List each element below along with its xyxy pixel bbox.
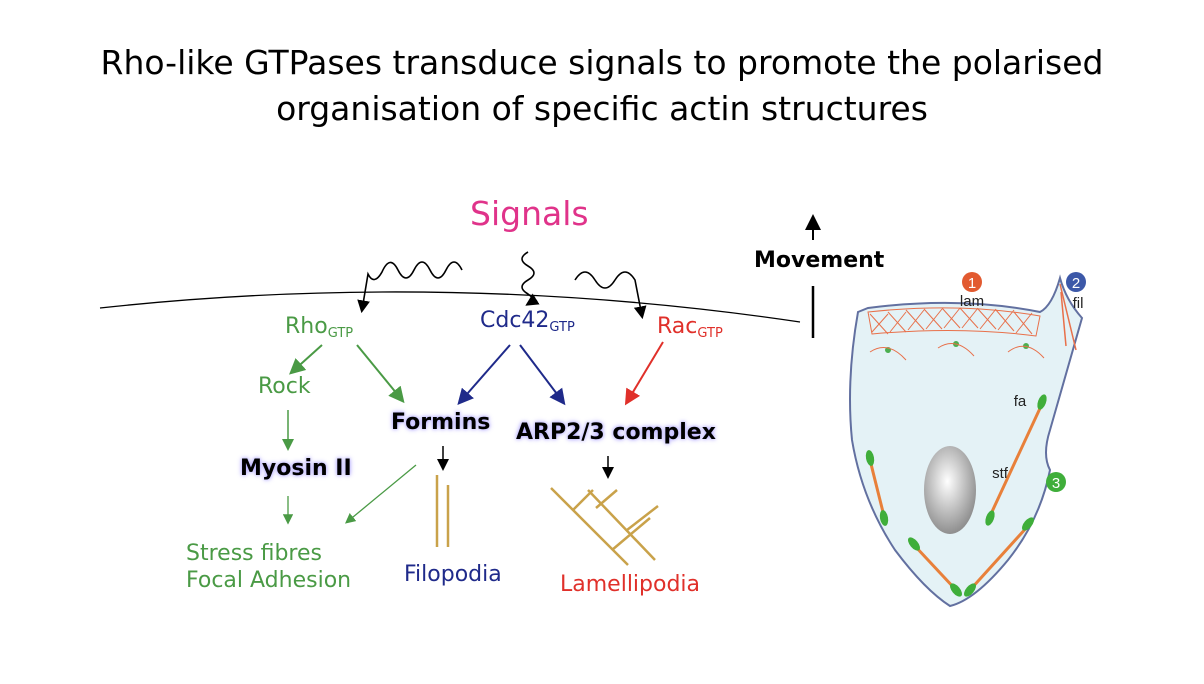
nucleus [924, 446, 976, 534]
arrow-formins-stress [344, 464, 417, 524]
movement-label: Movement [754, 248, 885, 273]
badge-1-label: 1 [968, 275, 976, 292]
cdc42-sub: GTP [549, 320, 575, 335]
rho-name: Rho [285, 314, 328, 339]
fil-label: fil [1073, 295, 1084, 312]
myosin-node: Myosin II [240, 456, 352, 481]
cell-illustration: 1 2 3 lam fil fa stf [849, 272, 1086, 608]
signal-wave-rho [357, 261, 463, 314]
arrow-cdc42-formins [457, 344, 511, 406]
signal-wave-cdc42 [521, 251, 540, 306]
badge-3 [1046, 472, 1066, 492]
stress-fibres-node: Stress fibres Focal Adhesion [186, 540, 351, 594]
arrow-rho-rock [289, 344, 323, 375]
cell-body [849, 274, 1084, 608]
lam-label: lam [960, 293, 984, 310]
lamellipodia-node: Lamellipodia [560, 572, 701, 597]
title-line-2: organisation of specific actin structure… [276, 89, 928, 128]
rac-sub: GTP [697, 326, 723, 341]
fa-label: fa [1014, 393, 1027, 410]
rock-node: Rock [258, 374, 311, 399]
rho-gtp-node: RhoGTP [285, 314, 353, 341]
title-line-1: Rho-like GTPases transduce signals to pr… [100, 43, 1104, 82]
page-title: Rho-like GTPases transduce signals to pr… [0, 40, 1204, 132]
membrane-line [99, 291, 801, 323]
arrow-rac-arp [624, 341, 664, 406]
cdc42-name: Cdc42 [480, 308, 550, 333]
rho-sub: GTP [327, 326, 354, 341]
signal-wave-rac [574, 271, 647, 320]
arp23-node: ARP2/3 complex [516, 420, 716, 445]
arrow-cdc42-arp [519, 344, 566, 406]
badge-2 [1066, 272, 1086, 292]
lamellipodia-network [550, 487, 659, 566]
badge-1 [962, 272, 982, 292]
cdc42-gtp-node: Cdc42GTP [480, 308, 575, 335]
rac-gtp-node: RacGTP [657, 314, 723, 341]
lam-mesh [867, 307, 1041, 337]
stf-label: stf [992, 465, 1009, 482]
rac-name: Rac [657, 314, 698, 339]
badge-2-label: 2 [1072, 275, 1080, 292]
formins-node: Formins [391, 410, 491, 435]
focal-adhesion-label: Focal Adhesion [186, 568, 352, 593]
stress-fibres-label: Stress fibres [186, 541, 322, 566]
badge-3-label: 3 [1052, 475, 1060, 492]
filopodia-node: Filopodia [404, 562, 502, 587]
signals-label: Signals [470, 194, 589, 233]
arrow-rho-formins [356, 344, 405, 404]
